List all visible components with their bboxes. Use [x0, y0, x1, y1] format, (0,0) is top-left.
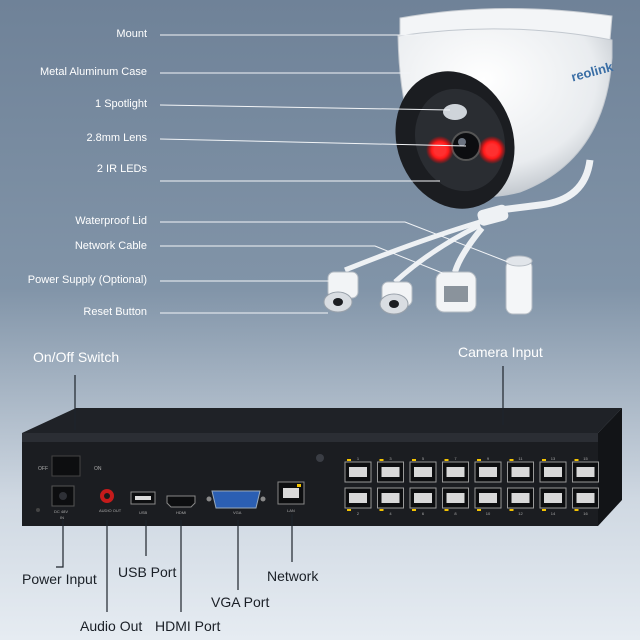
label-vga: VGA Port: [211, 594, 270, 610]
poe-port-contacts: [446, 467, 465, 477]
label-case: Metal Aluminum Case: [40, 66, 147, 78]
poe-port-contacts: [511, 493, 530, 503]
poe-port-number: 14: [551, 511, 556, 516]
poe-port-number: 6: [422, 511, 425, 516]
poe-port-contacts: [544, 467, 562, 477]
poe-port-number: 16: [583, 511, 588, 516]
label-camera-input: Camera Input: [458, 344, 543, 360]
poe-port-led: [444, 459, 449, 461]
poe-port-led: [509, 509, 514, 511]
poe-port-contacts: [511, 467, 530, 477]
network-connector: [435, 271, 477, 313]
poe-port-number: 1: [357, 456, 360, 461]
svg-text:VGA: VGA: [233, 510, 242, 515]
poe-port-number: 15: [583, 456, 588, 461]
spotlight: [443, 104, 467, 120]
poe-port-contacts: [544, 493, 562, 503]
poe-port-contacts: [414, 467, 432, 477]
svg-text:OFF: OFF: [38, 466, 48, 472]
poe-port-led: [412, 509, 416, 511]
label-usb: USB Port: [118, 564, 177, 580]
poe-port-contacts: [576, 467, 595, 477]
poe-port-led: [379, 509, 384, 511]
poe-port-led: [477, 509, 481, 511]
poe-port-led: [412, 459, 416, 461]
svg-text:USB: USB: [139, 510, 148, 515]
poe-port-led: [347, 459, 351, 461]
label-audio-out: Audio Out: [80, 618, 143, 634]
label-lens: 2.8mm Lens: [86, 132, 147, 144]
label-onoff: On/Off Switch: [33, 349, 120, 365]
label-mount: Mount: [116, 28, 147, 40]
poe-port-number: 9: [487, 456, 490, 461]
poe-port-led: [509, 459, 514, 461]
poe-port-number: 3: [389, 456, 392, 461]
poe-port-number: 2: [357, 511, 360, 516]
label-hdmi: HDMI Port: [155, 618, 221, 634]
reset-connector: [379, 281, 413, 315]
label-network: Network: [267, 568, 319, 584]
label-lid: Waterproof Lid: [75, 215, 147, 227]
svg-text:IN: IN: [60, 515, 64, 520]
poe-port-number: 12: [518, 511, 523, 516]
label-reset: Reset Button: [83, 306, 147, 318]
vga-port: [211, 490, 261, 509]
poe-port-led: [574, 459, 579, 461]
poe-port-number: 7: [454, 456, 457, 461]
poe-port-contacts: [446, 493, 465, 503]
poe-port-number: 5: [422, 456, 425, 461]
poe-port-contacts: [349, 467, 367, 477]
poe-port-contacts: [479, 493, 497, 503]
svg-text:DC 48V: DC 48V: [54, 509, 68, 514]
poe-port-contacts: [381, 493, 400, 503]
power-switch: [51, 455, 81, 477]
poe-port-contacts: [349, 493, 367, 503]
label-spotlight: 1 Spotlight: [95, 98, 147, 110]
poe-port-contacts: [381, 467, 400, 477]
poe-port-contacts: [414, 493, 432, 503]
nvr-front-panel: [22, 442, 598, 526]
poe-port-contacts: [479, 467, 497, 477]
poe-port-number: 13: [551, 456, 556, 461]
poe-port-led: [574, 509, 579, 511]
waterproof-lid: [505, 255, 533, 315]
svg-text:ON: ON: [94, 466, 102, 472]
power-connector: [323, 271, 359, 313]
poe-port-led: [379, 459, 384, 461]
poe-port-number: 8: [454, 511, 457, 516]
svg-text:LAN: LAN: [287, 508, 295, 513]
poe-port-led: [542, 459, 546, 461]
label-ir: 2 IR LEDs: [96, 163, 147, 175]
label-cable: Network Cable: [74, 240, 147, 252]
poe-port-number: 10: [486, 511, 491, 516]
label-power: Power Supply (Optional): [27, 274, 147, 286]
hdmi-port: [166, 495, 196, 508]
poe-port-led: [444, 509, 449, 511]
poe-port-number: 11: [518, 456, 523, 461]
svg-text:AUDIO OUT: AUDIO OUT: [99, 508, 122, 513]
label-power-input: Power Input: [22, 571, 97, 587]
poe-port-number: 4: [389, 511, 392, 516]
poe-port-led: [542, 509, 546, 511]
poe-port-contacts: [576, 493, 595, 503]
poe-port-led: [477, 459, 481, 461]
poe-port-led: [347, 509, 351, 511]
svg-text:HDMI: HDMI: [176, 510, 186, 515]
camera-illustration: reolink: [159, 7, 615, 315]
